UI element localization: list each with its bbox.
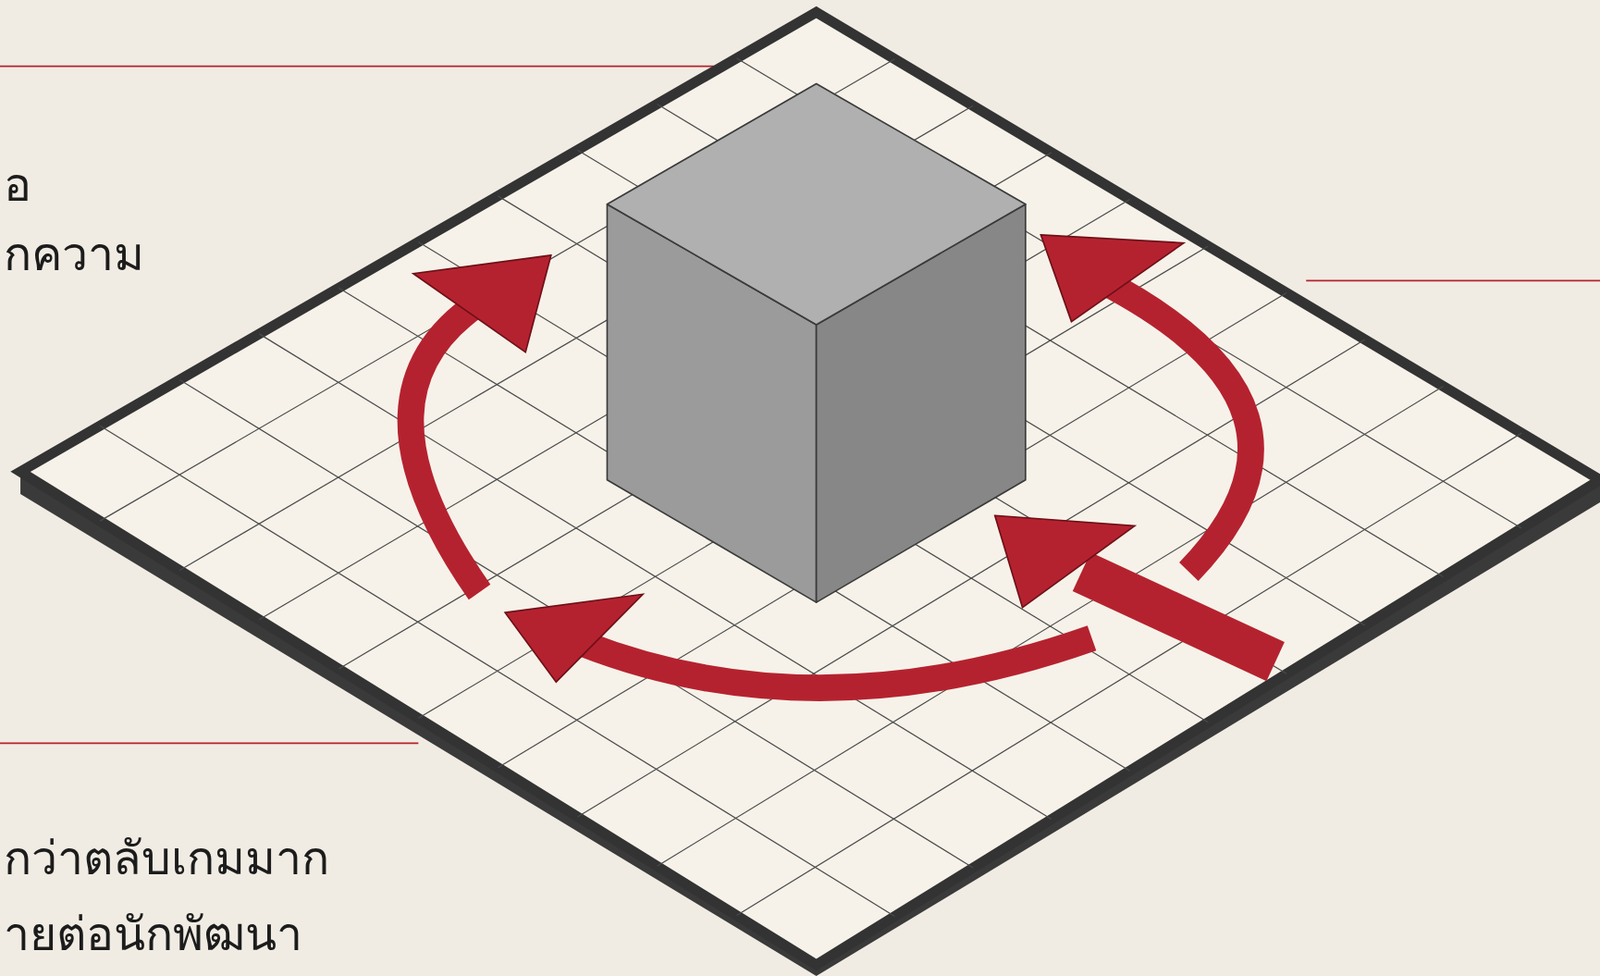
side-note-text: อ [3,157,32,213]
side-note-text: กว่าตลับเกมมาก [3,830,330,887]
side-note-text: กความ [3,226,145,283]
board [20,12,1600,976]
side-note-text: ายต่อนักพัฒนา [3,906,303,962]
cube [606,83,1025,603]
arrows [410,234,1276,689]
